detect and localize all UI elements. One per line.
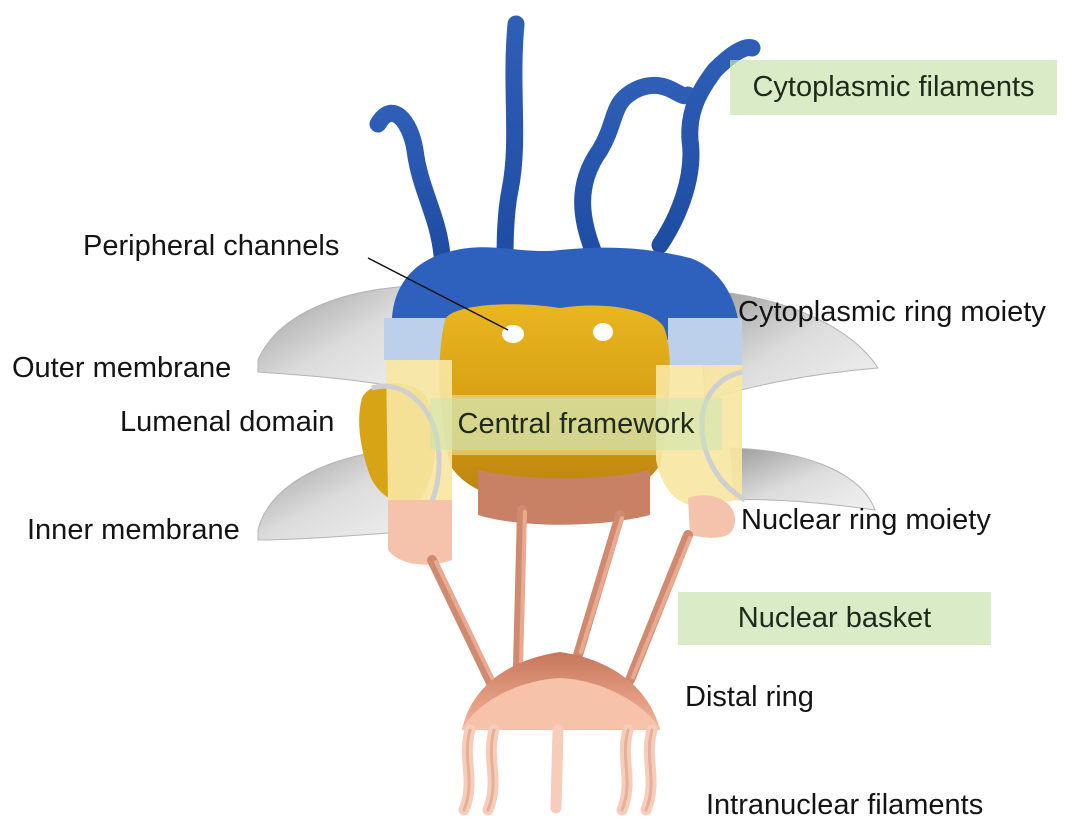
- cytoplasmic-filaments-label: Cytoplasmic filaments: [730, 60, 1057, 115]
- peripheral-channels-label: Peripheral channels: [83, 232, 339, 261]
- nuclear-basket-label: Nuclear basket: [678, 592, 991, 645]
- central-framework-label: Central framework: [430, 398, 722, 450]
- cytoplasmic-filaments-highlight: Cytoplasmic filaments: [730, 60, 1057, 115]
- peripheral-channel-2: [593, 323, 613, 341]
- cytoplasmic-ring-moiety-label: Cytoplasmic ring moiety: [738, 298, 1046, 327]
- outer-membrane-label: Outer membrane: [12, 354, 231, 383]
- nuclear-ring-moiety-label: Nuclear ring moiety: [741, 506, 991, 535]
- nuclear-ring-left: [388, 500, 452, 565]
- central-framework-highlight: Central framework: [430, 398, 722, 450]
- distal-ring-label: Distal ring: [685, 683, 814, 712]
- peripheral-channel-1: [502, 325, 524, 343]
- lumenal-domain-label: Lumenal domain: [120, 408, 334, 437]
- nuclear-basket-highlight: Nuclear basket: [678, 592, 991, 645]
- cytoplasmic-ring-light-right: [668, 318, 742, 365]
- intranuclear-filaments-label: Intranuclear filaments: [706, 791, 983, 820]
- inner-membrane-right: [730, 448, 875, 510]
- inner-membrane-label: Inner membrane: [27, 516, 240, 545]
- nuclear-ring-right: [688, 495, 735, 538]
- cytoplasmic-filaments: [378, 24, 752, 265]
